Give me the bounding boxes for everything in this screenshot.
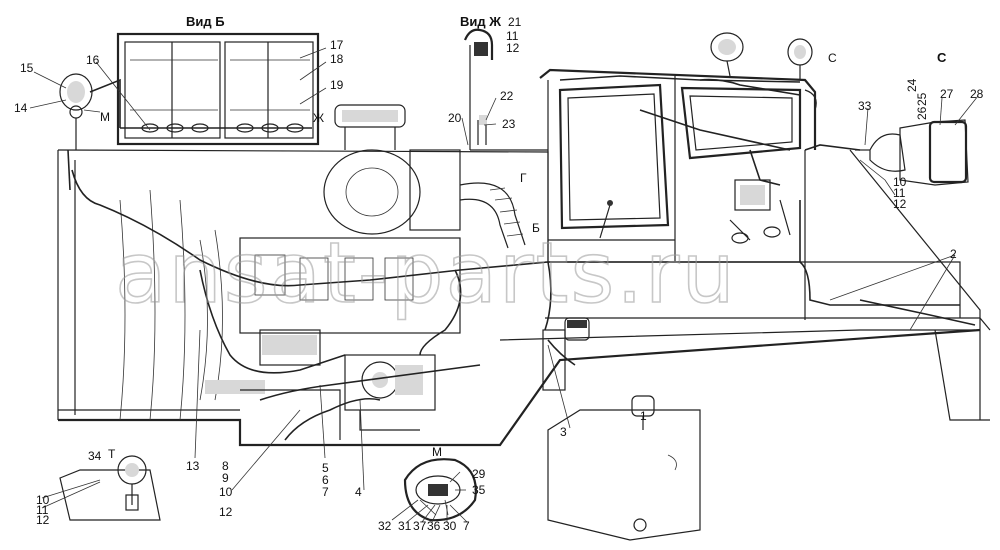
view-g-marker: Г (520, 171, 527, 185)
callout-11-rear: 11 (893, 186, 906, 200)
callout-35: 35 (472, 483, 486, 497)
callout-7-right: 7 (463, 519, 470, 533)
view-t-inset (59, 455, 161, 521)
callout-27: 27 (940, 87, 954, 101)
callout-11-t: 11 (36, 503, 49, 517)
callout-22: 22 (500, 89, 514, 103)
leader-lines (29, 47, 979, 523)
callout-6: 6 (322, 473, 329, 487)
callout-1: 1 (640, 409, 647, 423)
cab (539, 32, 817, 262)
callout-23: 23 (502, 117, 516, 131)
callout-10-bottom: 10 (219, 485, 233, 499)
engine-block (239, 104, 590, 440)
callout-17: 17 (330, 38, 344, 52)
callout-32: 32 (378, 519, 392, 533)
view-titles: Вид Б Вид Ж С С М М Т Г Б Ж (100, 14, 947, 461)
callout-26: 26 (915, 106, 929, 120)
callout-20: 20 (448, 111, 462, 125)
callout-2: 2 (950, 247, 957, 261)
callout-3: 3 (560, 425, 567, 439)
callout-19: 19 (330, 78, 344, 92)
fuel-tank-inset (547, 395, 701, 541)
callout-12-bottom: 12 (219, 505, 233, 519)
callout-25: 25 (915, 92, 929, 106)
callout-10-t: 10 (36, 493, 50, 507)
callout-29: 29 (472, 467, 486, 481)
view-m-title: М (432, 445, 442, 459)
callout-37: 37 (413, 519, 427, 533)
view-zh-inset (463, 28, 548, 151)
callout-5: 5 (322, 461, 329, 475)
callout-36: 36 (427, 519, 441, 533)
callout-12-top: 12 (506, 41, 520, 55)
callout-7-left: 7 (322, 485, 329, 499)
callout-12-t: 12 (36, 513, 50, 527)
callout-33: 33 (858, 99, 872, 113)
part-callouts: 15 14 16 17 18 19 21 11 12 22 20 23 2 33… (14, 15, 984, 533)
callout-4: 4 (355, 485, 362, 499)
callout-18: 18 (330, 52, 344, 66)
view-c-title: С (937, 50, 947, 65)
front-headlight (59, 73, 93, 150)
callout-16: 16 (86, 53, 100, 67)
callout-34: 34 (88, 449, 102, 463)
view-zh-title: Вид Ж (460, 14, 501, 29)
callout-15: 15 (20, 61, 34, 75)
view-b-marker: Б (532, 221, 540, 235)
callout-30: 30 (443, 519, 457, 533)
view-b-title: Вид Б (186, 14, 225, 29)
callout-11-top: 11 (506, 29, 519, 43)
view-c-marker: С (828, 51, 837, 65)
view-zh-marker: Ж (313, 111, 324, 125)
view-b-inset (116, 32, 320, 146)
watermark: ansat-parts.ru (115, 224, 737, 322)
callout-28: 28 (970, 87, 984, 101)
view-t-title: Т (108, 447, 116, 461)
callout-31: 31 (398, 519, 412, 533)
callout-14: 14 (14, 101, 28, 115)
callout-8: 8 (222, 459, 229, 473)
view-m-marker: М (100, 110, 110, 124)
callout-12-rear: 12 (893, 197, 907, 211)
view-c-rear-lamp (855, 119, 969, 196)
callout-10-rear: 10 (893, 175, 907, 189)
callout-9: 9 (222, 471, 229, 485)
callout-24: 24 (905, 78, 919, 92)
wiring-harness (67, 75, 976, 441)
callout-21: 21 (508, 15, 522, 29)
callout-13: 13 (186, 459, 200, 473)
